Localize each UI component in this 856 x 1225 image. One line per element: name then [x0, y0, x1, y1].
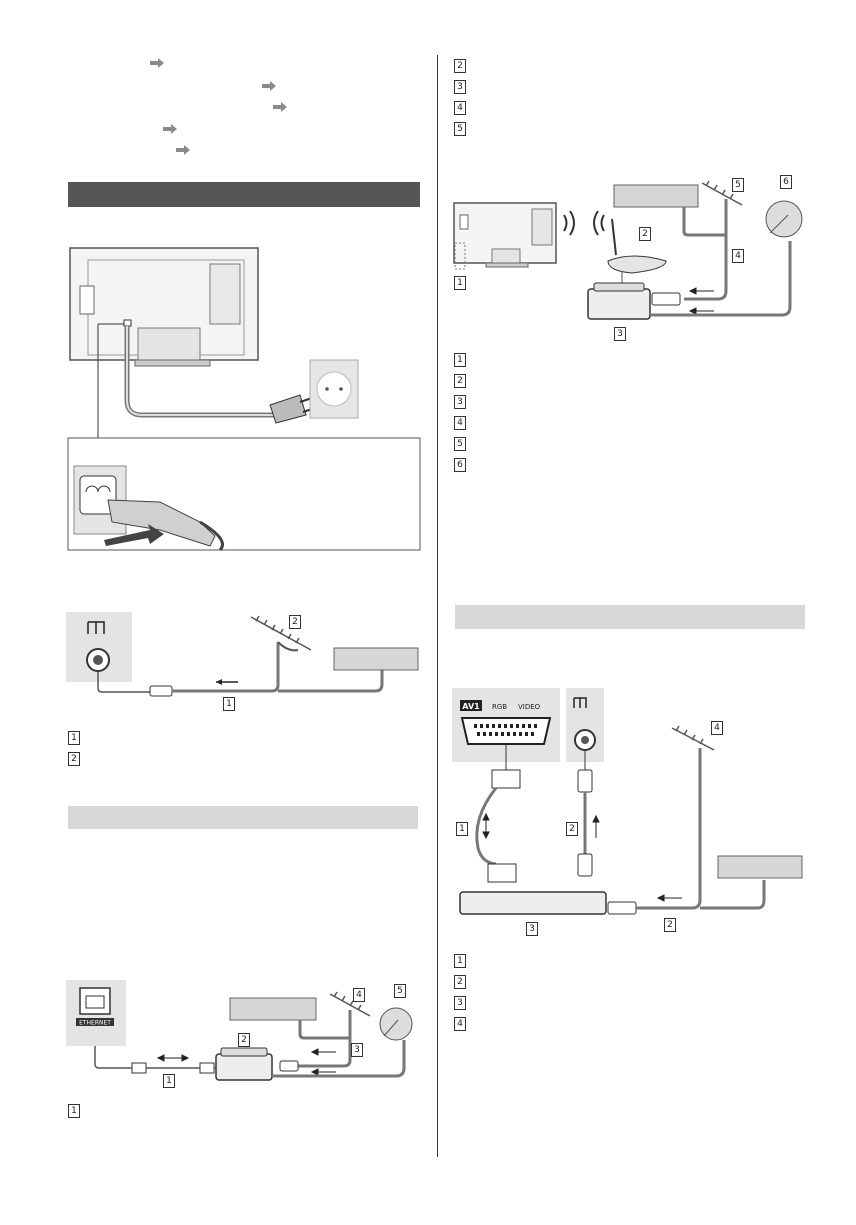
av-label-2: 2: [566, 822, 578, 836]
column-divider: [437, 55, 438, 1157]
wireless-legend-5: 5: [454, 437, 466, 451]
wireless-label-4: 4: [732, 249, 744, 263]
top-legend-2: 2: [454, 59, 466, 73]
section-bar-network: [68, 806, 418, 829]
av-label-3: 3: [526, 922, 538, 936]
arrow-icon[interactable]: [262, 81, 276, 91]
rgb-label: RGB: [492, 703, 507, 711]
wireless-legend-6: 6: [454, 458, 466, 472]
av-legend-4: 4: [454, 1017, 466, 1031]
wireless-label-3: 3: [614, 327, 626, 341]
arrow-icon[interactable]: [176, 145, 190, 155]
wireless-label-5: 5: [732, 178, 744, 192]
wireless-legend-2: 2: [454, 374, 466, 388]
ethernet-label: ETHERNET: [79, 1020, 111, 1027]
arrow-icon[interactable]: [273, 102, 287, 112]
legend-2: 2: [68, 752, 80, 766]
wireless-legend-3: 3: [454, 395, 466, 409]
top-legend-4: 4: [454, 101, 466, 115]
legend-1: 1: [68, 731, 80, 745]
av-legend-2: 2: [454, 975, 466, 989]
arrow-icon[interactable]: [163, 124, 177, 134]
arrow-icon[interactable]: [150, 58, 164, 68]
antenna-connection-diagram: [66, 612, 426, 712]
network-label-1: 1: [163, 1074, 175, 1088]
wireless-connection-diagram: [452, 175, 812, 335]
section-header-bar: [68, 182, 420, 207]
network-legend-1: 1: [68, 1104, 80, 1118]
antenna-label-1: 1: [223, 697, 235, 711]
video-label: VIDEO: [518, 703, 541, 711]
wireless-label-1: 1: [454, 276, 466, 290]
wireless-label-2: 2: [639, 227, 651, 241]
av-label-2b: 2: [664, 918, 676, 932]
av1-label: AV1: [462, 702, 480, 711]
av-legend-1: 1: [454, 954, 466, 968]
network-label-4: 4: [353, 988, 365, 1002]
mains-connection-illustration: [60, 240, 430, 560]
antenna-label-2: 2: [289, 615, 301, 629]
wireless-legend-1: 1: [454, 353, 466, 367]
top-legend-3: 3: [454, 80, 466, 94]
av-legend-3: 3: [454, 996, 466, 1010]
wireless-legend-4: 4: [454, 416, 466, 430]
top-legend-5: 5: [454, 122, 466, 136]
network-label-5: 5: [394, 984, 406, 998]
network-label-2: 2: [238, 1033, 250, 1047]
av-label-4: 4: [711, 721, 723, 735]
network-label-3: 3: [351, 1043, 363, 1057]
section-bar-av: [455, 605, 805, 629]
av-connection-diagram: AV1 RGB VIDEO: [452, 688, 812, 938]
av-label-1: 1: [456, 822, 468, 836]
wireless-label-6: 6: [780, 175, 792, 189]
